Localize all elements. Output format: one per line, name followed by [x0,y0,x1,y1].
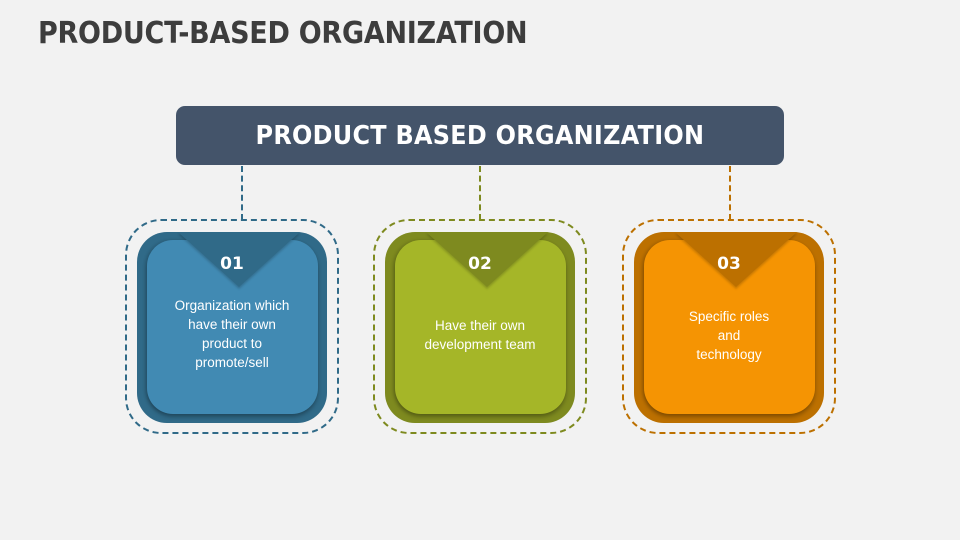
card-frame: 02 Have their own development team [385,232,575,423]
slide-title: PRODUCT-BASED ORGANIZATION [38,16,528,51]
card-number: 03 [717,254,741,274]
number-notch [675,232,797,287]
header-label: PRODUCT BASED ORGANIZATION [255,120,705,151]
card-number: 02 [468,254,492,274]
connector-3 [729,166,731,220]
card-text: Have their own development team [424,318,536,352]
header-box: PRODUCT BASED ORGANIZATION [176,106,784,165]
number-notch [426,232,548,287]
card-03: 03 Specific roles and technology [622,219,836,434]
card-frame: 03 Specific roles and technology [634,232,824,423]
card-dashed-outline [373,219,587,434]
card-dashed-outline [125,219,339,434]
card-text: Specific roles and technology [688,309,770,362]
card-number: 01 [220,254,244,274]
card-dashed-outline [622,219,836,434]
card-frame: 01 Organization which have their own pro… [137,232,327,423]
connector-1 [241,166,243,220]
card-02: 02 Have their own development team [373,219,587,434]
number-notch [178,232,300,287]
card-01: 01 Organization which have their own pro… [125,219,339,434]
connector-2 [479,166,481,220]
card-text: Organization which have their own produc… [174,298,290,370]
